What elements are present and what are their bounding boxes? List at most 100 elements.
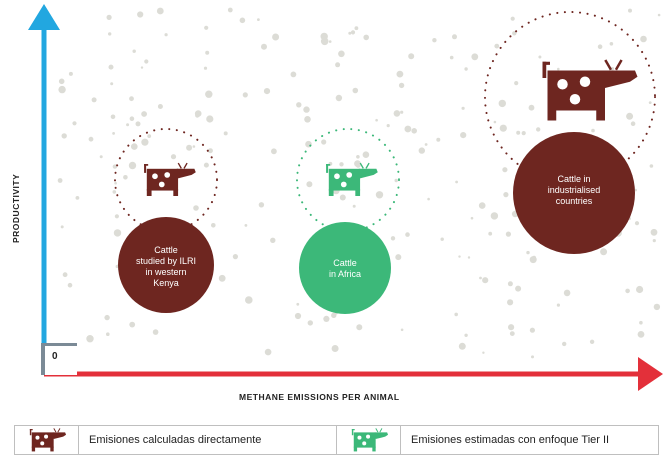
background-dot [88,136,94,142]
background-dot [354,26,359,31]
background-dot [303,106,310,113]
background-dot [206,115,214,123]
background-dot [193,205,199,211]
background-dot [363,34,370,41]
background-dot [649,164,654,168]
background-dot [328,40,332,43]
background-dot [626,112,634,120]
background-dot [106,332,110,337]
y-axis-arrowhead [28,4,60,30]
background-dot [432,38,437,43]
background-dot [400,110,404,114]
background-dot [72,121,77,126]
background-dot [112,132,115,135]
background-dot [129,116,135,121]
background-dot [514,81,519,86]
background-dot [589,339,595,344]
industrialised-bubble [513,132,635,254]
background-dot [507,299,514,306]
background-dot [637,331,645,338]
background-dot [490,212,499,220]
background-dot [62,272,68,278]
background-dot [375,118,378,122]
background-dot [563,289,571,297]
background-dot [526,250,530,255]
background-dot [440,237,444,241]
background-dot [86,335,94,343]
background-dot [482,351,485,354]
origin-box [41,343,77,375]
background-dot [207,148,213,154]
africa-bubble-label: Cattle in Africa [328,258,361,279]
legend: Emisiones calculadas directamente Emisio… [14,425,659,455]
background-dot [515,285,522,292]
background-dot [60,225,64,229]
background-dot [258,202,265,208]
background-dot [610,67,615,71]
background-dot [227,7,233,13]
background-dot [452,34,457,40]
background-dot [508,324,515,331]
background-dot [306,181,313,188]
background-dot [427,197,430,201]
background-dot [192,145,196,148]
background-dot [408,53,415,60]
background-dot [147,134,152,139]
background-dot [140,66,144,69]
cow-icon [542,59,638,121]
background-dot [449,55,454,60]
background-dot [137,11,144,18]
background-dot [470,216,474,220]
background-dot [296,302,300,306]
africa-dotted-ring [296,128,400,232]
background-dot [479,276,482,280]
background-dot [186,144,193,151]
kenya-dotted-ring [114,128,218,232]
background-dot [639,320,643,325]
background-dot [499,124,507,132]
background-dot [609,42,614,46]
background-dot [529,327,536,333]
background-dot [493,120,497,124]
background-dot [600,248,608,256]
background-dot [141,111,148,117]
background-dot [502,167,508,173]
background-dot [464,333,468,337]
background-dot [464,67,468,71]
background-dot [338,50,345,58]
background-dot [512,31,517,36]
background-dot [505,231,511,237]
background-dot [390,236,396,241]
background-dot [348,31,352,35]
background-dot [529,256,537,264]
background-dot [57,178,63,183]
background-dot [339,162,344,167]
background-dot [521,131,526,136]
background-dot [114,181,117,185]
background-dot [471,53,479,61]
x-axis-arrowhead [638,357,663,391]
x-axis-label: METHANE EMISSIONS PER ANIMAL [239,392,400,402]
background-dot [394,178,398,183]
background-dot [482,277,489,284]
background-dot [195,113,200,118]
background-dot [218,274,226,282]
background-dot [400,328,404,332]
y-axis-label: PRODUCTIVITY [11,173,21,243]
background-dot [562,341,567,347]
origin-label: 0 [52,351,58,362]
industrialised-dotted-ring [484,11,656,183]
background-dot [239,17,246,24]
background-dot [114,214,119,219]
cow-icon [144,162,196,196]
background-dot [108,64,114,70]
background-dot [245,296,253,304]
background-dot [350,30,356,35]
background-dot [630,121,636,126]
background-dot [204,25,209,30]
background-dot [110,114,116,120]
background-dot [335,94,343,102]
background-dot [271,148,277,155]
background-dot [653,303,661,311]
background-dot [123,175,128,180]
